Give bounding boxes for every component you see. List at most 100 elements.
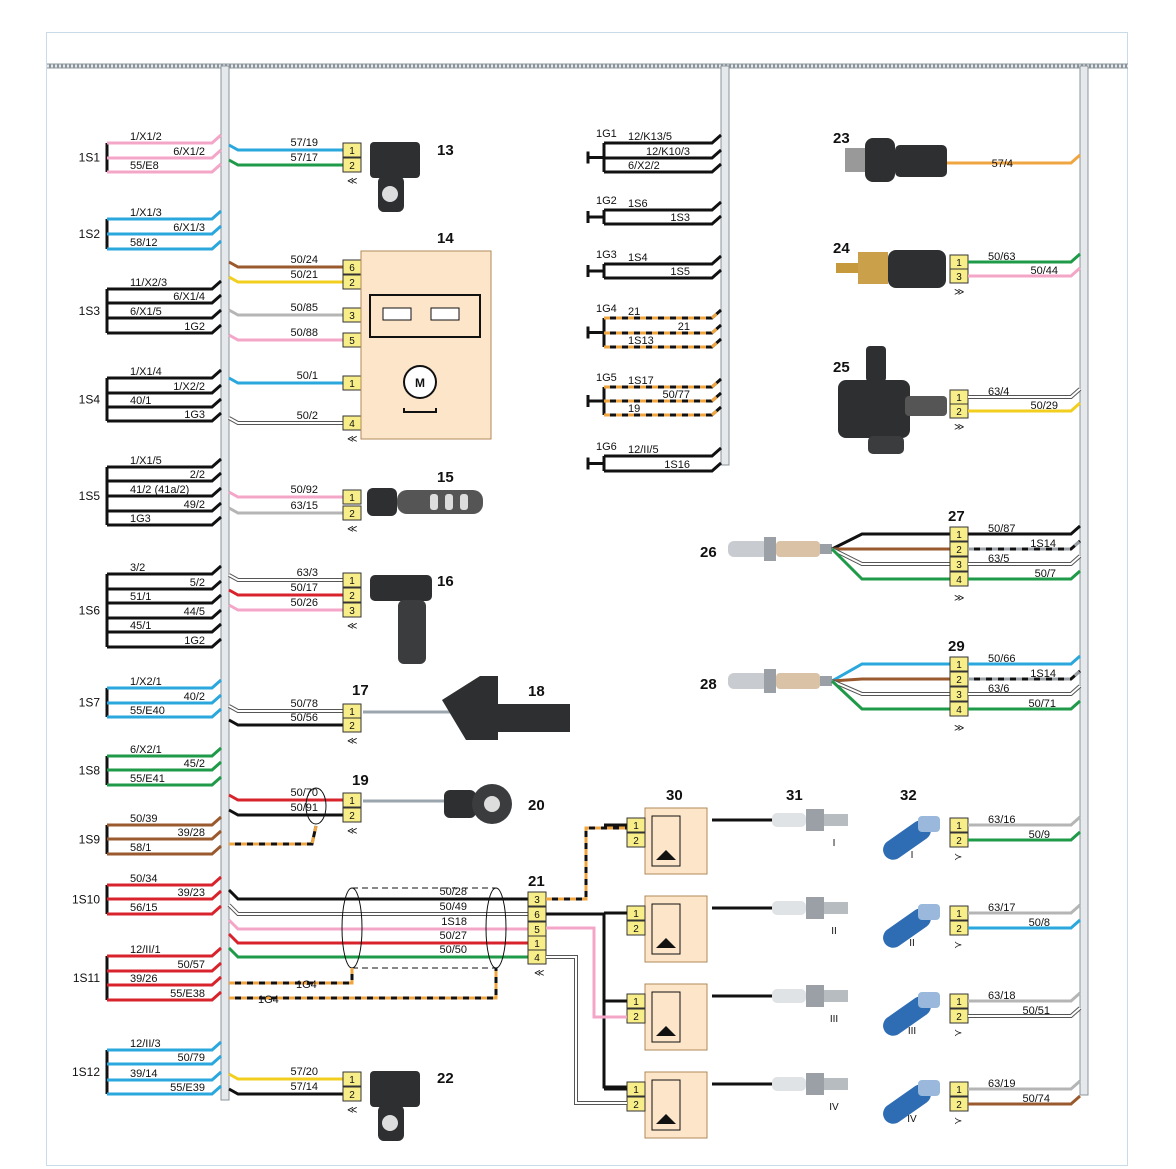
injector-pin: 2 xyxy=(949,1008,969,1024)
wire-label: 6/X1/4 xyxy=(173,291,205,303)
wire-label: 50/17 xyxy=(290,582,318,594)
connector-group-label: 1S1 xyxy=(79,151,101,165)
injector-wire xyxy=(968,1006,1082,1018)
wire-label: 6/X1/3 xyxy=(173,222,205,234)
injector-wire xyxy=(968,1079,1081,1091)
injector-pin: 2 xyxy=(949,832,969,848)
pin-number: 1 xyxy=(956,530,962,541)
wire-label: 12/II/5 xyxy=(628,444,659,456)
diagram-frame xyxy=(46,32,1128,1166)
ignition-coil xyxy=(644,895,708,963)
wire-label: 50/8 xyxy=(1029,917,1050,929)
component-pin: 2 xyxy=(342,505,362,521)
component-pin: 2 xyxy=(342,1086,362,1102)
sensor-lead xyxy=(831,532,950,551)
group-wire xyxy=(107,746,222,758)
component-number: 22 xyxy=(437,1070,454,1087)
group-wire xyxy=(107,457,222,469)
component-wire xyxy=(968,654,1081,666)
component-wire xyxy=(228,333,343,342)
group-wire xyxy=(107,961,222,973)
component-pin: 3 xyxy=(949,556,969,572)
wire-label: 56/15 xyxy=(130,902,158,914)
sensor-number: 20 xyxy=(528,797,545,814)
group-wire xyxy=(107,1070,222,1082)
wire-label: 1S14 xyxy=(1030,668,1056,680)
wire-label: 50/34 xyxy=(130,873,158,885)
wire-label: 12/K10/3 xyxy=(646,146,690,158)
group-wire xyxy=(107,279,222,291)
diode-icon xyxy=(656,1114,676,1124)
component-pin: 1 xyxy=(342,375,362,391)
group-wire xyxy=(107,889,222,901)
cylinder-label: III xyxy=(908,1026,916,1037)
coil-feed-wire xyxy=(546,955,627,1105)
connector-lock-icon: ≻ xyxy=(954,1116,962,1127)
component-number: 24 xyxy=(833,240,850,257)
pin-number: 2 xyxy=(956,675,962,686)
component-pin: 2 xyxy=(949,671,969,687)
wire-label: 55/E38 xyxy=(170,988,205,1000)
component-wire xyxy=(968,401,1081,413)
ground-wire xyxy=(604,268,722,280)
wire-label: 63/4 xyxy=(988,386,1009,398)
pin-number: 1 xyxy=(534,939,540,950)
group-wire xyxy=(107,293,222,305)
component-number: 23 xyxy=(833,130,850,147)
wire-label: 63/6 xyxy=(988,683,1009,695)
component-pin: 2 xyxy=(342,717,362,733)
wire-label: 63/15 xyxy=(290,500,318,512)
ground-wire xyxy=(604,308,722,320)
component-wire xyxy=(228,704,343,713)
wire-label: 1S5 xyxy=(670,266,690,278)
connector-21-pin: 4 xyxy=(527,949,547,965)
component-wire xyxy=(228,588,343,597)
group-wire xyxy=(107,1054,222,1066)
group-wire xyxy=(107,975,222,987)
pin-number: 1 xyxy=(349,796,355,807)
wire-label: 1S6 xyxy=(628,198,648,210)
wire-label: 51/1 xyxy=(130,591,151,603)
spark-plug-icon xyxy=(772,897,848,919)
wire-label: 55/E40 xyxy=(130,705,165,717)
sensor-number: 28 xyxy=(700,676,717,693)
wire-label: 63/18 xyxy=(988,990,1016,1002)
component-pin: 1 xyxy=(342,489,362,505)
purge-valve-icon xyxy=(838,346,947,454)
component-wire xyxy=(968,539,1081,551)
group-wire xyxy=(107,829,222,841)
coil-pin: 2 xyxy=(626,1096,646,1112)
wire-label: 41/2 (41a/2) xyxy=(130,484,189,496)
component-number: 30 xyxy=(666,787,683,804)
group-wire xyxy=(107,397,222,409)
ground-group-label: 1G6 xyxy=(596,441,617,453)
pin-number: 1 xyxy=(349,493,355,504)
wire-label: 63/19 xyxy=(988,1078,1016,1090)
wire-label: 50/77 xyxy=(662,389,690,401)
resistor-icon xyxy=(382,307,412,321)
pin-number: 2 xyxy=(956,1012,962,1023)
injector-wire xyxy=(968,815,1081,827)
component-pin: 3 xyxy=(342,602,362,618)
sensor-lead xyxy=(830,679,950,711)
pin-number: 1 xyxy=(633,821,639,832)
wire-label: 50/78 xyxy=(290,698,318,710)
component-number: 27 xyxy=(948,508,965,525)
diode-icon xyxy=(656,1026,676,1036)
coolant-temp-sensor-icon xyxy=(836,250,946,288)
ground-wire xyxy=(604,377,722,389)
component-number: 16 xyxy=(437,573,454,590)
connector-21-pin: 3 xyxy=(527,891,547,907)
group-wire xyxy=(107,239,222,251)
wire-label: 50/63 xyxy=(988,251,1016,263)
sensor-number: 18 xyxy=(528,683,545,700)
ground-wire xyxy=(229,968,498,1000)
map-sensor-icon xyxy=(370,142,420,212)
pin-number: 3 xyxy=(956,560,962,571)
connector-lock-icon: ≪ xyxy=(347,1105,357,1116)
wire-label: 50/91 xyxy=(290,802,318,814)
wire-label: 57/19 xyxy=(290,137,318,149)
component-wire xyxy=(228,1087,343,1096)
motor-label: M xyxy=(415,376,425,390)
pin-number: 2 xyxy=(956,924,962,935)
